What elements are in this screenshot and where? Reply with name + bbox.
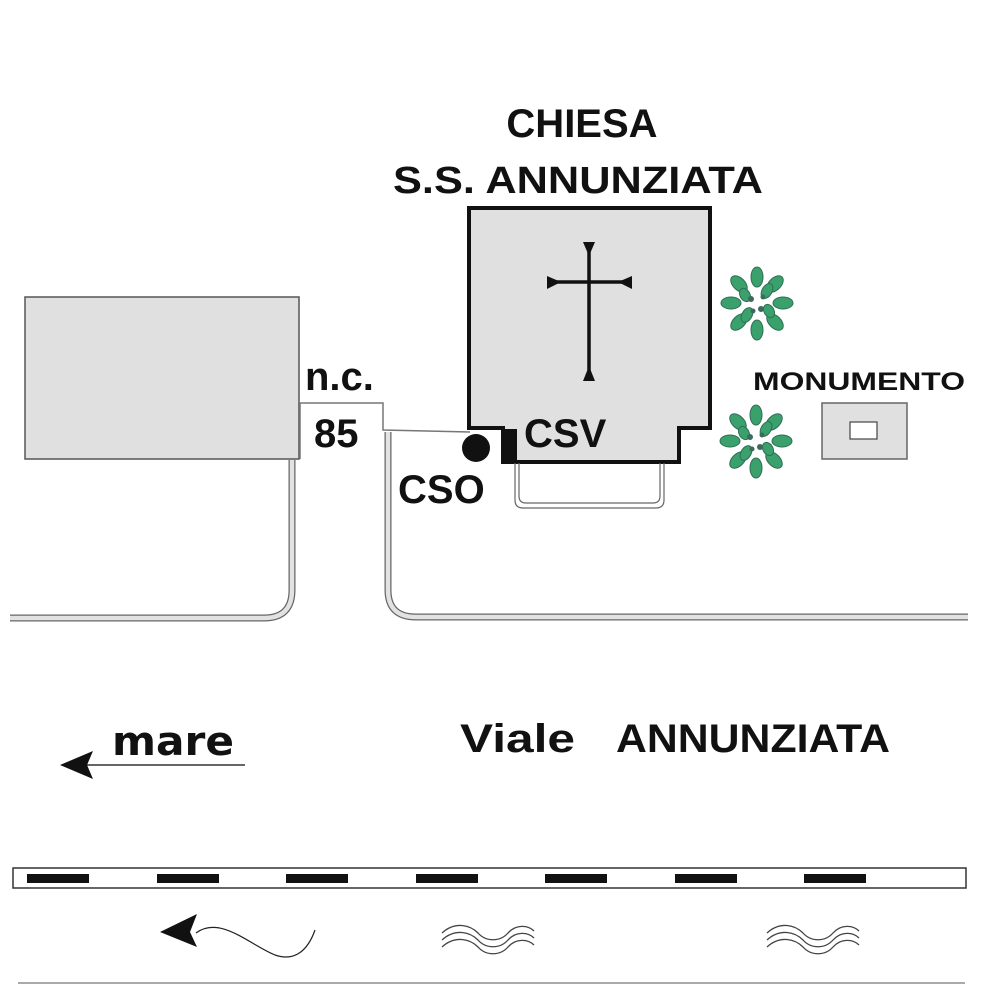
monument-plaque	[849, 421, 878, 440]
plot-outline	[300, 402, 471, 433]
road-kerb-right-fill	[385, 432, 968, 620]
house-number-prefix: n.c.	[305, 355, 374, 399]
church-steps-inner	[518, 463, 661, 504]
road-dash	[804, 874, 866, 883]
street-prefix: Viale	[460, 717, 575, 761]
street-name[interactable]: ANNUNZIATA	[616, 717, 890, 761]
road-kerb-left-fill	[10, 460, 295, 621]
curved-arrow-left-icon	[160, 914, 316, 958]
road-dash	[157, 874, 219, 883]
cso-marker[interactable]	[462, 434, 490, 462]
tree-icon	[720, 266, 794, 341]
arrow-left-icon	[60, 751, 245, 779]
house-number[interactable]: 85	[314, 412, 359, 456]
road-dash	[27, 874, 89, 883]
csv-label: CSV	[524, 412, 607, 456]
waves-icon	[766, 924, 860, 955]
road-dash	[416, 874, 478, 883]
road-kerb-left	[10, 460, 296, 622]
monument-label: MONUMENTO	[753, 368, 965, 396]
road-dash	[545, 874, 607, 883]
tree-icon	[719, 404, 793, 479]
church-title-line1: CHIESA	[506, 102, 657, 146]
road-centre-dashes	[27, 874, 866, 883]
cso-label: CSO	[398, 468, 485, 512]
road-dash	[286, 874, 348, 883]
waves-icon	[441, 924, 535, 955]
csv-marker[interactable]	[503, 429, 517, 461]
direction-label: mare	[112, 719, 234, 765]
road-dash	[675, 874, 737, 883]
cross-icon	[547, 242, 632, 381]
church-title-line2: S.S. ANNUNZIATA	[393, 160, 763, 202]
church-steps-outer	[514, 463, 665, 509]
building-left[interactable]	[24, 296, 300, 460]
